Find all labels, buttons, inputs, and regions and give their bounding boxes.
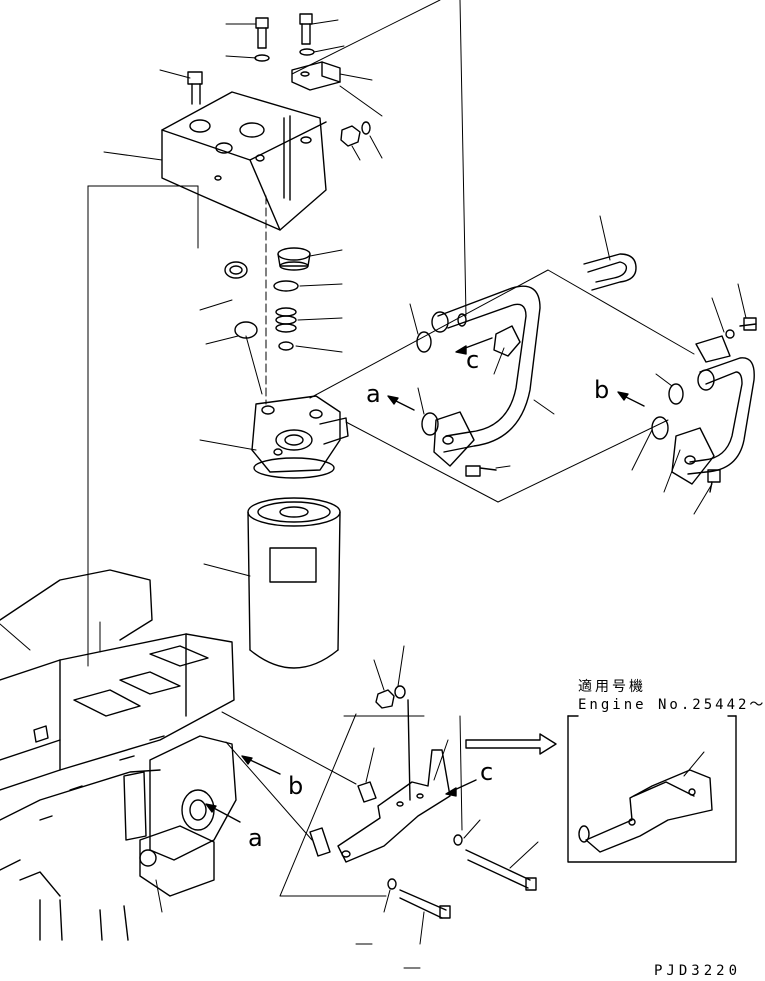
- callout-a-upper: a: [366, 380, 381, 408]
- washer-lower: [394, 685, 406, 699]
- callout-b-upper: b: [594, 376, 610, 404]
- plug: [277, 247, 311, 271]
- callout-c-upper: c: [466, 346, 480, 374]
- bracket-small: [291, 61, 341, 91]
- block-bolt: [187, 71, 203, 105]
- bolt-long-lower: [399, 889, 451, 919]
- seal-b-upper: [668, 383, 684, 405]
- seal-left: [234, 321, 258, 339]
- washer-small: [361, 121, 371, 135]
- engine-block: [0, 569, 235, 941]
- inset-title: 適用号機: [578, 679, 646, 695]
- bracket-assembly-frame: [279, 713, 463, 897]
- seal-a-mid: [421, 412, 439, 436]
- pipe-bolt-left: [465, 465, 497, 477]
- pipe-right: [671, 335, 755, 485]
- leader-lines-4: [0, 621, 357, 913]
- bracket-main: [337, 699, 451, 863]
- o-ring-1: [273, 280, 299, 292]
- pipe-left: [431, 285, 541, 467]
- seal-b-mid: [651, 416, 669, 440]
- leader-lines: [87, 0, 467, 667]
- pipe-bolt-right: [707, 469, 721, 493]
- washer-upper-right: [725, 329, 735, 339]
- callout-c-bracket: c: [480, 758, 494, 786]
- reference-code: PJD3220: [654, 963, 742, 979]
- leader-lines-3: [309, 215, 747, 515]
- top-bolt-left: [255, 17, 269, 49]
- inset-engine-number: Engine No.25442～: [578, 697, 765, 713]
- arrow-a-left: [205, 803, 241, 823]
- filter-head: [251, 395, 349, 479]
- spacer-upper: [357, 781, 377, 803]
- arrow-to-inset: [465, 733, 557, 755]
- washer-top-left: [254, 54, 270, 62]
- u-bolt: [583, 253, 637, 291]
- leader-lines-2: [199, 195, 343, 451]
- clip-c: [493, 325, 521, 357]
- nut-small: [340, 125, 361, 147]
- arrow-b-left: [241, 755, 281, 775]
- top-bolt-right: [299, 13, 313, 45]
- bolt-upper-right: [739, 317, 757, 331]
- mount-block: [161, 91, 327, 231]
- inset-bracket: [578, 769, 713, 853]
- washer-top-right: [299, 48, 315, 56]
- seal-a-upper: [416, 331, 432, 353]
- leader-filter: [203, 563, 251, 577]
- washer-bolt-lower: [387, 878, 397, 890]
- callout-b-left: b: [288, 772, 304, 800]
- pump-housing: [123, 735, 237, 897]
- bolt-long-upper: [465, 849, 537, 891]
- arrow-b-upper: [617, 391, 645, 407]
- spring: [275, 307, 297, 333]
- nut-lower: [375, 689, 395, 709]
- leader-inset: [683, 751, 705, 777]
- arrow-a-upper: [387, 395, 415, 411]
- arrow-c-upper: [455, 337, 493, 355]
- valve: [278, 341, 294, 351]
- spacer-lower: [309, 827, 331, 857]
- filter-cartridge: [247, 497, 341, 669]
- callout-a-left: a: [248, 824, 263, 852]
- arrow-c-bracket: [445, 779, 477, 797]
- inset-box: [567, 715, 737, 863]
- fitting-left: [224, 261, 248, 279]
- washer-bolt-upper: [453, 834, 463, 846]
- leader-lines-5: [355, 645, 539, 969]
